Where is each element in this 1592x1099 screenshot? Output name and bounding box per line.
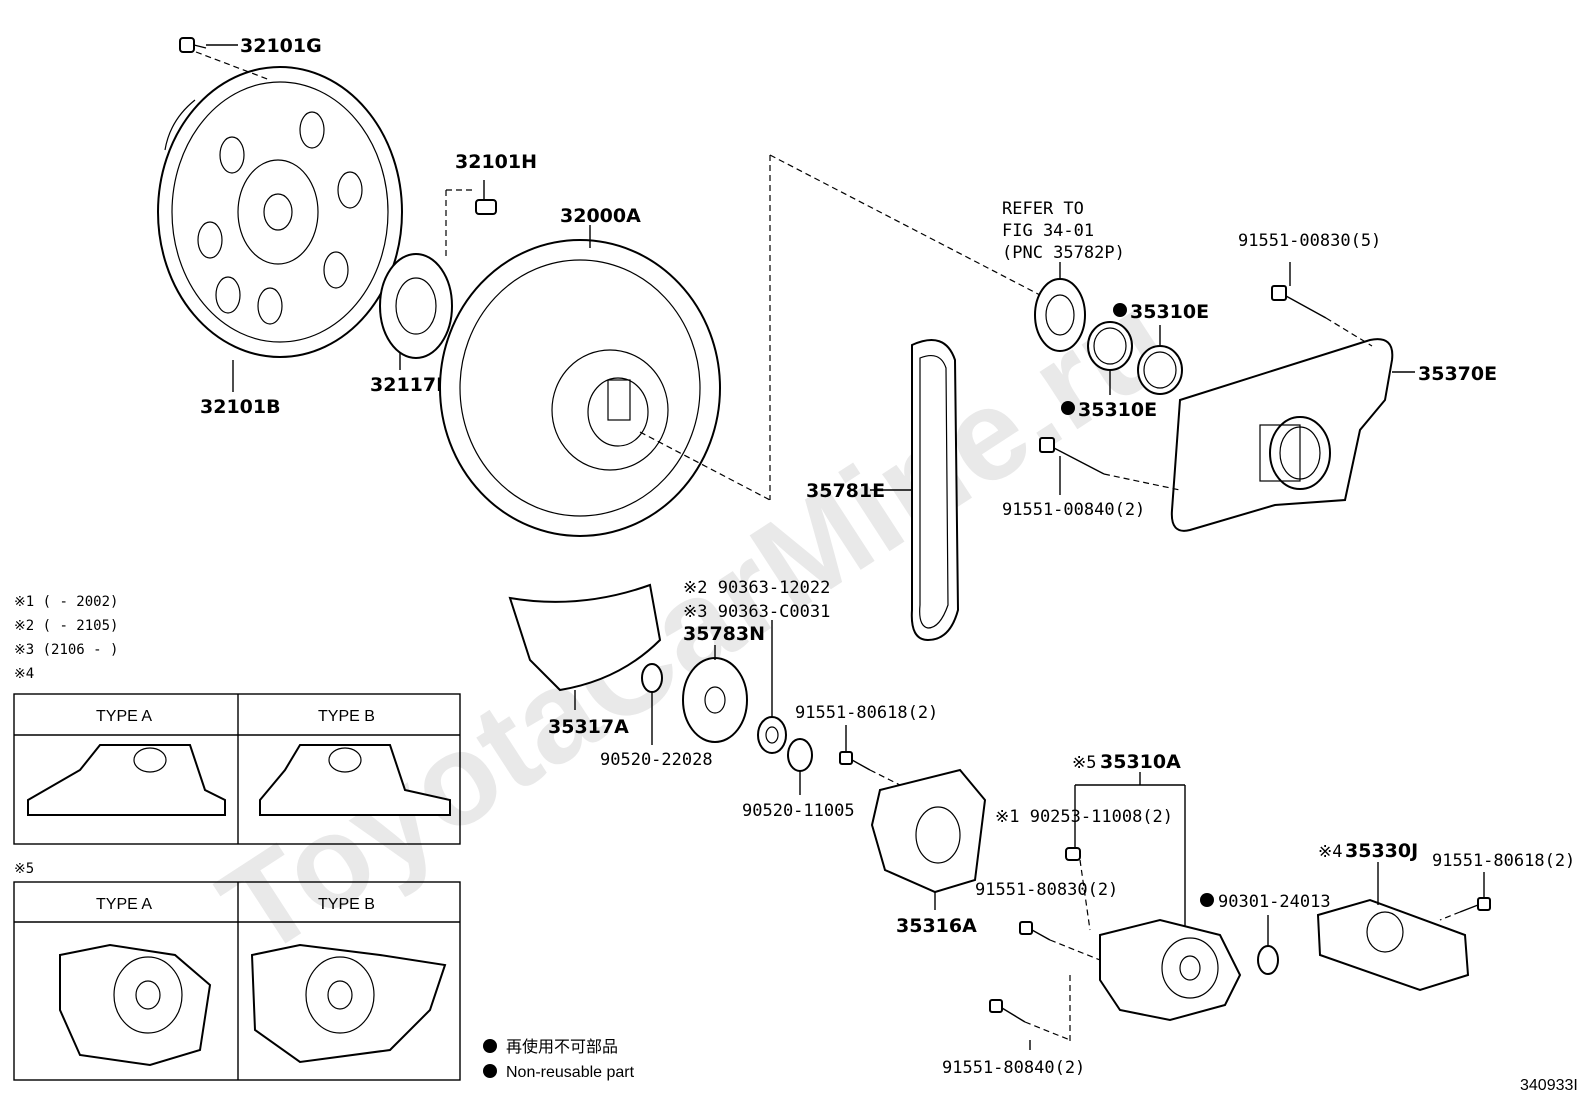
label-35781e: 35781E: [806, 480, 885, 502]
oring-35310e-b: [1137, 345, 1183, 395]
label-91551-80830: 91551-80830(2): [975, 880, 1118, 900]
label-35370e: 35370E: [1418, 363, 1497, 385]
legend-en: Non-reusable part: [506, 1064, 635, 1081]
legend-dot-2: [483, 1064, 497, 1078]
label-35783n: 35783N: [683, 623, 765, 645]
type-table-5: TYPE A TYPE B: [13, 881, 461, 1081]
cover-35317a: [508, 583, 662, 692]
label-35316a: 35316A: [896, 915, 977, 937]
bolt-91551-80830: [1019, 921, 1051, 941]
bolt-91551-80840: [989, 999, 1026, 1023]
type5-a-label: TYPE A: [96, 896, 152, 913]
bolt-32101g: [179, 37, 207, 53]
snap-ring-90520-22028: [641, 663, 663, 693]
label-32117b: 32117B: [370, 374, 451, 396]
label-90301-24013: 90301-24013: [1218, 892, 1331, 912]
label-35317a: 35317A: [548, 716, 629, 738]
oring-35310e-a: [1087, 321, 1133, 371]
refer-line-1: REFER TO: [1002, 199, 1084, 219]
label-35310a: 35310A: [1100, 751, 1181, 773]
figure-id: 340933I: [1520, 1077, 1578, 1094]
label-35330j-prefix: ※4: [1318, 842, 1342, 862]
chain-35781e: [910, 339, 960, 642]
label-90363-12022: ※2 90363-12022: [683, 578, 830, 598]
label-35310e-bottom: 35310E: [1078, 399, 1157, 421]
label-35330j: 35330J: [1345, 840, 1418, 862]
nonreusable-mark-35310e-top: [1113, 303, 1127, 317]
type-table-4: TYPE A TYPE B: [13, 693, 461, 845]
label-32000a: 32000A: [560, 205, 641, 227]
label-90363-c0031: ※3 90363-C0031: [683, 602, 830, 622]
pump-assy-35310a: [1099, 918, 1242, 1022]
note-4: ※4: [14, 666, 34, 682]
note-1: ※1 ( - 2002): [14, 594, 118, 610]
label-32101g: 32101G: [240, 35, 322, 57]
sprocket-35782p: [1034, 278, 1086, 352]
label-91551-80618-a: 91551-80618(2): [795, 703, 938, 723]
legend-dot-1: [483, 1039, 497, 1053]
bearing-90363: [757, 716, 787, 754]
plate-32117b: [379, 253, 453, 359]
bolt-91551-80618-a: [839, 751, 871, 771]
label-91551-00840: 91551-00840(2): [1002, 500, 1145, 520]
torque-converter-32000a: [439, 239, 721, 537]
label-35310e-top: 35310E: [1130, 301, 1209, 323]
refer-line-2: FIG 34-01: [1002, 221, 1094, 241]
label-91551-80618-b: 91551-80618(2): [1432, 851, 1575, 871]
strainer-35330j: [1316, 898, 1470, 992]
pump-cover-35316a: [870, 768, 987, 894]
pin-90253-11008: [1065, 847, 1081, 861]
bolt-91551-00830: [1271, 285, 1327, 319]
snap-ring-90520-11005: [787, 738, 813, 772]
note-5: ※5: [14, 861, 34, 877]
refer-line-3: (PNC 35782P): [1002, 243, 1125, 263]
label-90520-11005: 90520-11005: [742, 801, 855, 821]
nonreusable-mark-35310e-bottom: [1061, 401, 1075, 415]
label-32101h: 32101H: [455, 151, 537, 173]
label-90520-22028: 90520-22028: [600, 750, 713, 770]
nonreusable-mark-90301: [1200, 893, 1214, 907]
label-90253-11008: ※1 90253-11008(2): [995, 807, 1173, 827]
label-35310a-prefix: ※5: [1072, 753, 1096, 773]
type4-a-label: TYPE A: [96, 708, 152, 725]
bolt-91551-80618-b: [1459, 897, 1491, 913]
label-91551-80840: 91551-80840(2): [942, 1058, 1085, 1078]
label-91551-00830: 91551-00830(5): [1238, 231, 1381, 251]
note-3: ※3 (2106 - ): [14, 642, 118, 658]
pump-body-35370e: [1170, 338, 1394, 532]
oring-90301-24013: [1257, 945, 1279, 975]
sprocket-35783n: [682, 657, 748, 743]
bolt-32101h: [475, 180, 497, 215]
note-2: ※2 ( - 2105): [14, 618, 118, 634]
drive-plate-32101b: [157, 66, 403, 358]
label-32101b: 32101B: [200, 396, 281, 418]
type5-b-label: TYPE B: [318, 896, 375, 913]
legend-jp: 再使用不可部品: [506, 1038, 618, 1056]
bolt-91551-00840: [1039, 437, 1105, 475]
type4-b-label: TYPE B: [318, 708, 375, 725]
